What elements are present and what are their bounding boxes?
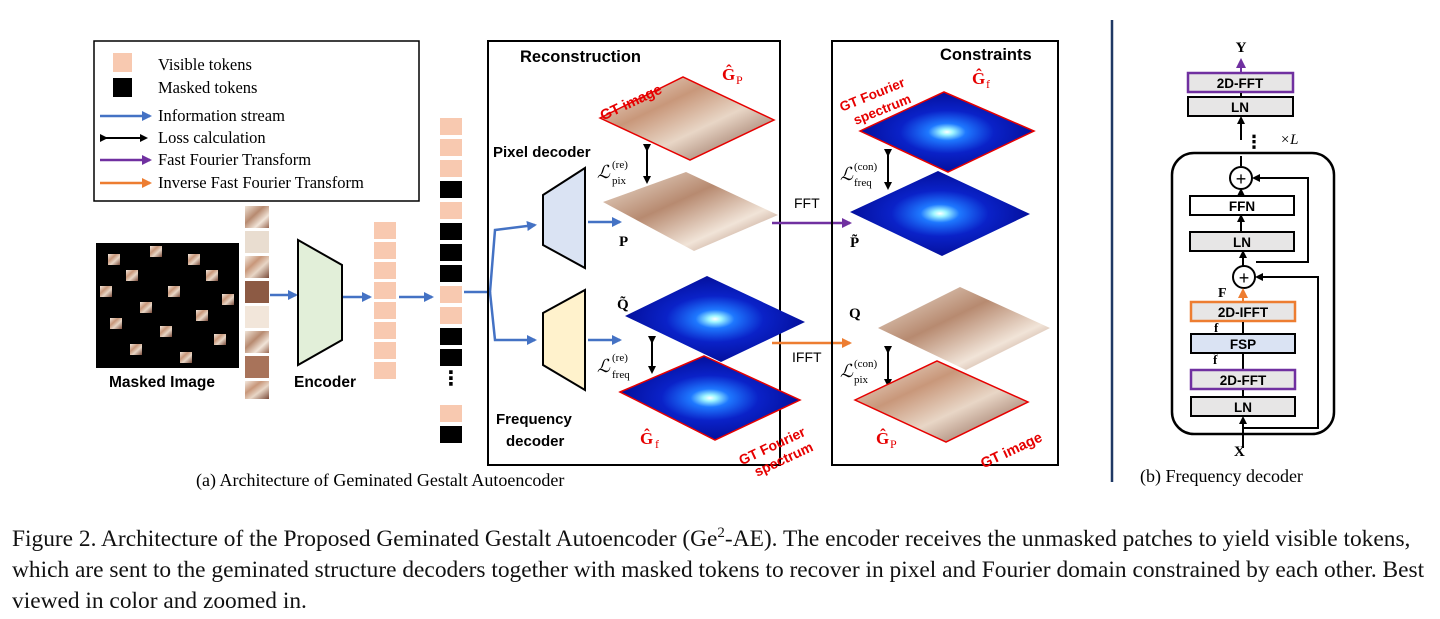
loss-re-freq-symbol: ℒ <box>597 356 611 376</box>
fd-block-ifft-label: 2D-IFFT <box>1218 305 1269 320</box>
loss-con-pix-sup: (con) <box>854 358 878 370</box>
figure-caption-suffix: -AE). The encoder receives the unmasked … <box>12 525 1425 614</box>
legend-fft-label: Fast Fourier Transform <box>158 150 311 169</box>
masked-image: Masked Image <box>96 243 239 391</box>
fd-block-fsp <box>1190 333 1296 354</box>
visible-patches <box>245 206 269 399</box>
frequency-decoder <box>542 288 586 392</box>
fd-f-hat: f̂ <box>1213 352 1219 367</box>
branch-to-pixel-decoder <box>464 221 537 294</box>
loss-re-freq-sup: (re) <box>612 352 628 364</box>
fd-block-ln-mid-label: LN <box>1233 235 1251 250</box>
g-f-label-bottom: Ĝ <box>640 428 653 448</box>
loss-pix-sub: pix <box>612 175 627 187</box>
gt-spectrum-bottom <box>618 355 802 441</box>
predicted-spectrum <box>625 276 805 362</box>
fd-x-label: X <box>1234 444 1245 460</box>
fd-block-ffn-label: FFN <box>1229 199 1255 214</box>
legend-info-label: Information stream <box>158 106 285 125</box>
fd-f-upper: F <box>1218 286 1227 301</box>
fd-block-fft-top-label: 2D-FFT <box>1217 76 1264 91</box>
g-p-sub-top: P <box>736 73 743 87</box>
g-p-label-bottom: Ĝ <box>876 428 889 448</box>
figure-caption: Figure 2. Architecture of the Proposed G… <box>12 518 1430 617</box>
fd-block-ln-bottom-label: LN <box>1234 400 1252 415</box>
masked-image-label: Masked Image <box>109 374 215 391</box>
loss-re-sup: (re) <box>612 159 628 171</box>
q-label: Q <box>849 306 861 322</box>
g-f-sub-top: f <box>986 77 990 91</box>
fd-block-ln-top-label: LN <box>1231 100 1249 115</box>
branch-to-frequency-decoder <box>488 291 537 345</box>
constraints-title: Constraints <box>940 46 1032 64</box>
legend-visible-label: Visible tokens <box>158 55 252 74</box>
g-f-label-top: Ĝ <box>972 68 985 88</box>
loss-re-pix-symbol: ℒ <box>597 162 611 182</box>
q-pixel-image <box>878 287 1050 370</box>
fd-block-fsp-label: FSP <box>1230 337 1256 352</box>
visible-tokens-column <box>374 222 396 379</box>
fd-times-l: ×L <box>1280 132 1298 148</box>
loss-freq-sub: freq <box>612 369 630 381</box>
figure-caption-prefix: Figure 2. Architecture of the Proposed G… <box>12 525 718 552</box>
loss-con-pix-symbol: ℒ <box>840 361 854 381</box>
legend-ifft-label: Inverse Fast Fourier Transform <box>158 173 364 192</box>
mixed-tokens-column: ⋮ <box>440 118 462 443</box>
pixel-decoder <box>542 166 586 270</box>
g-p-sub-bottom: P <box>890 437 897 451</box>
encoder-label: Encoder <box>294 374 356 391</box>
gt-spectrum-top <box>858 91 1036 173</box>
fd-vdots: ⋮ <box>1245 132 1263 152</box>
fd-add-bottom-label: + <box>1239 268 1250 288</box>
constraints-panel: Constraints GT Fourier spectrum Ĝ f ℒ (c… <box>831 40 1059 472</box>
q-tilde-label: Q̃ <box>617 296 629 313</box>
fd-block-ifft <box>1189 300 1297 323</box>
loss-con-freq-symbol: ℒ <box>840 164 854 184</box>
pixel-decoder-label: Pixel decoder <box>493 144 591 161</box>
reconstructed-pixel-image <box>603 172 778 251</box>
fd-y-label: Y <box>1236 40 1247 56</box>
figure-diagram: Visible tokens Masked tokens Information… <box>93 20 1336 491</box>
encoder: Encoder <box>294 238 356 391</box>
fd-block-fft-top <box>1186 71 1295 94</box>
legend-masked-label: Masked tokens <box>158 78 257 97</box>
legend-loss-label: Loss calculation <box>158 128 266 147</box>
frequency-decoder-detail: Y 2D-FFT LN ⋮ ×L + FFN LN + F 2D-IFFT f <box>1170 40 1336 460</box>
frequency-decoder-label-2: decoder <box>506 433 565 450</box>
tokens-ellipsis: ⋮ <box>441 368 461 390</box>
legend: Visible tokens Masked tokens Information… <box>93 40 420 202</box>
fd-f-lower: f <box>1214 320 1219 335</box>
fd-block-fft-bottom <box>1189 368 1297 391</box>
fd-skip-top <box>1241 178 1309 263</box>
p-tilde-spectrum <box>850 171 1030 256</box>
fd-skip-bottom <box>1243 273 1319 429</box>
gt-image-bottom <box>853 360 1030 443</box>
p-label: P <box>619 234 628 250</box>
reconstruction-title: Reconstruction <box>520 48 641 66</box>
fd-repeat-block <box>1170 151 1336 436</box>
gt-image-top <box>598 76 776 161</box>
fd-block-fft-bottom-label: 2D-FFT <box>1220 373 1267 388</box>
frequency-decoder-label-1: Frequency <box>496 411 573 428</box>
caption-a: (a) Architecture of Geminated Gestalt Au… <box>196 470 564 491</box>
caption-b: (b) Frequency decoder <box>1140 466 1303 487</box>
masked-token-swatch <box>113 78 132 97</box>
loss-con-pix-sub: pix <box>854 374 869 386</box>
fft-label: FFT <box>794 195 820 211</box>
figure-caption-sup: 2 <box>717 525 725 541</box>
g-f-sub-bottom: f <box>655 437 659 451</box>
visible-token-swatch <box>113 53 132 72</box>
ifft-label: IFFT <box>792 349 822 365</box>
reconstruction-panel: Reconstruction GT image Ĝ P Pixel decode… <box>487 40 815 480</box>
fd-add-top-label: + <box>1236 169 1247 189</box>
loss-con-freq-sub: freq <box>854 177 872 189</box>
loss-con-sup: (con) <box>854 161 878 173</box>
p-tilde-label: P̃ <box>850 234 859 251</box>
g-p-label-top: Ĝ <box>722 64 735 84</box>
